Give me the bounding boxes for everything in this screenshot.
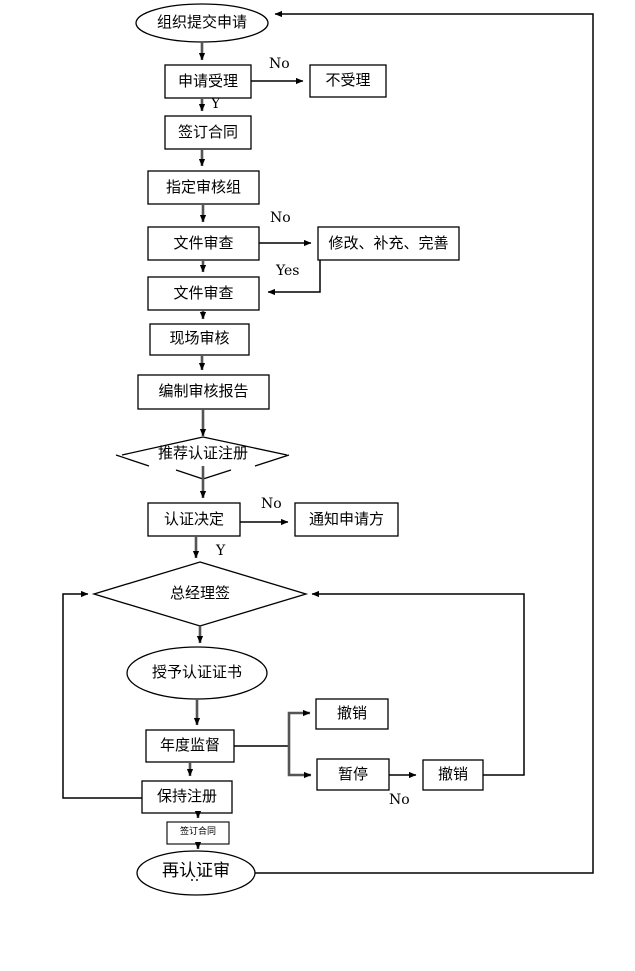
- node-sign-contract[interactable]: [165, 116, 251, 149]
- node-gm-signature[interactable]: [94, 562, 306, 626]
- node-annual-supervision[interactable]: [146, 730, 234, 762]
- shape-recommend-registration: [115, 436, 290, 480]
- shape-document-review-2: [147, 276, 260, 311]
- node-certification-decision[interactable]: [148, 503, 240, 536]
- edge-annual-to-withdraw-top: [287, 709, 311, 746]
- node-onsite-audit[interactable]: [150, 324, 249, 355]
- node-grant-certificate[interactable]: [127, 647, 267, 699]
- edge-annual-to-suspend: [287, 746, 312, 779]
- node-maintain-registration[interactable]: [142, 781, 232, 813]
- shape-application-accept: [164, 64, 252, 99]
- node-notify-applicant[interactable]: [295, 503, 398, 536]
- shape-onsite-audit: [149, 323, 250, 356]
- shape-annual-supervision: [145, 729, 235, 763]
- node-not-accepted[interactable]: [310, 65, 386, 97]
- shape-certification-decision: [147, 502, 241, 537]
- node-sign-contract-small[interactable]: [167, 822, 229, 844]
- node-withdraw-right[interactable]: [423, 760, 483, 790]
- shape-withdraw-top: [315, 698, 389, 730]
- node-document-review-2[interactable]: [148, 277, 259, 310]
- node-application-accept[interactable]: [165, 65, 251, 98]
- node-revise-supplement-improve[interactable]: [318, 227, 459, 260]
- shape-withdraw-right: [422, 759, 484, 791]
- edge-maintain-to-gm-loop: [62, 590, 142, 799]
- node-withdraw-top[interactable]: [316, 699, 388, 729]
- node-assign-audit-team[interactable]: [148, 171, 259, 204]
- shape-maintain-registration: [141, 780, 233, 814]
- shape-revise-supplement-improve: [317, 226, 460, 261]
- node-document-review-1[interactable]: [148, 227, 259, 260]
- edge-revise-to-review2: [267, 260, 321, 296]
- shape-prepare-audit-report: [137, 374, 270, 410]
- node-suspend[interactable]: [317, 759, 389, 790]
- shape-not-accepted: [309, 64, 387, 98]
- edge-recert-to-start-loop: [255, 10, 594, 874]
- shape-notify-applicant: [294, 502, 399, 537]
- node-start-ellipse[interactable]: [136, 4, 268, 42]
- recert-artifact-mark: [191, 879, 198, 881]
- edge-withdraw-right-to-gm-loop: [311, 590, 525, 776]
- shape-sign-contract: [164, 115, 252, 150]
- node-recertification-audit[interactable]: [137, 851, 255, 895]
- node-prepare-audit-report[interactable]: [138, 375, 269, 409]
- node-recommend-registration[interactable]: [116, 437, 289, 479]
